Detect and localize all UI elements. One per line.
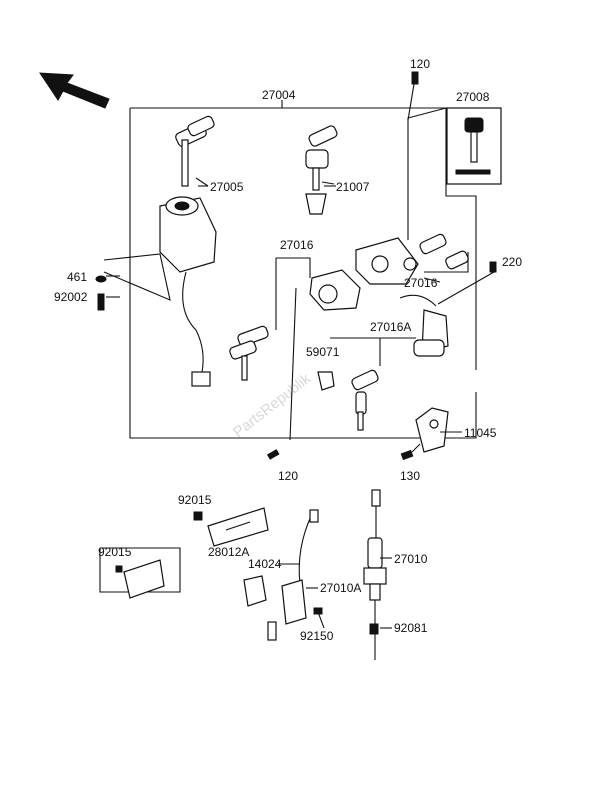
label-59071: 59071 [306,345,340,359]
label-28012A: 28012A [208,545,249,559]
label-27016A: 27016A [370,320,411,334]
ignition-switch-27005 [159,115,217,387]
bolt-92002 [97,253,171,311]
emblem-28012A [207,507,269,547]
clip-92081 [369,623,379,635]
label-27010A: 27010A [320,581,361,595]
helmet-lock-27016A [317,277,449,431]
bracket-11045 [415,407,449,453]
watermark: PartsRepublik [230,370,314,441]
front-direction-arrow-icon [39,72,110,109]
label-92015-a: 92015 [178,493,212,507]
bolt-120-bottom [266,449,280,460]
label-120-bottom: 120 [278,469,298,483]
label-14024: 14024 [248,557,282,571]
label-120-top: 120 [410,57,430,71]
switch-27010A [267,509,319,641]
label-220: 220 [502,255,522,269]
label-27004: 27004 [262,88,296,102]
switch-27010 [363,489,387,660]
label-21007: 21007 [336,180,370,194]
emblem-box-92015 [99,547,181,599]
label-27005: 27005 [210,180,244,194]
label-11045: 11045 [464,426,497,440]
label-92015-b: 92015 [98,545,132,559]
label-461: 461 [67,270,87,284]
switch-14024 [243,575,267,607]
key-card-27008 [446,107,502,185]
bolt-120-top [407,71,419,121]
part-labels: 27004 120 27008 27005 21007 27016 27016 … [54,57,522,643]
label-92081: 92081 [394,621,428,635]
washer-461 [95,275,107,283]
label-130: 130 [400,469,420,483]
label-27016-left: 27016 [280,238,314,252]
leader-lines [106,185,462,629]
label-92150: 92150 [300,629,334,643]
label-92002: 92002 [54,290,88,304]
assembly-frame-27004 [129,100,477,439]
screw-92150 [313,607,323,615]
bolt-130 [400,443,421,461]
label-27010: 27010 [394,552,428,566]
nut-92015-a [193,511,203,521]
fuel-cap-lock-27016 [229,257,361,441]
label-27016-right: 27016 [404,276,438,290]
lock-cylinder-21007 [305,125,338,215]
bolt-220 [437,261,497,305]
label-27008: 27008 [456,90,490,104]
